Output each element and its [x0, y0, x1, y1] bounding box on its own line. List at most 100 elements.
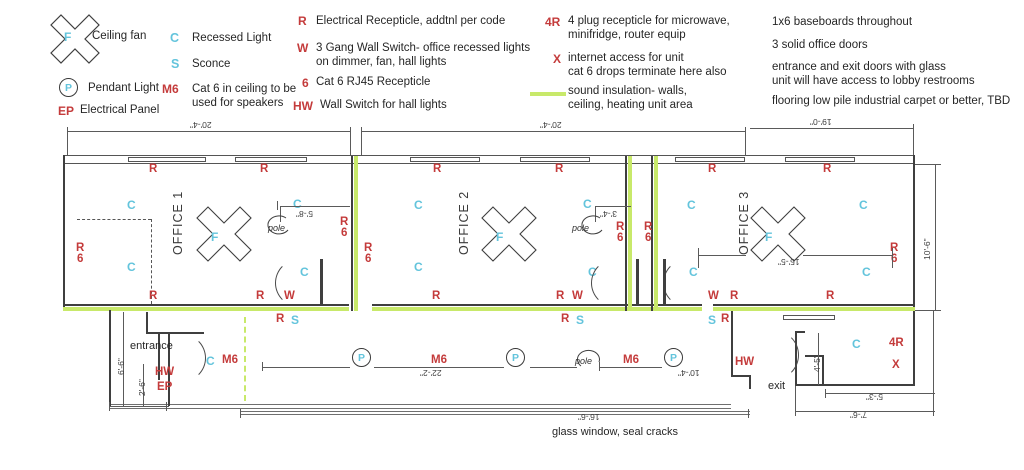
- legend-pendant-light-label: Pendant Light: [88, 82, 159, 96]
- mark-r-office2-bot: R: [432, 290, 440, 302]
- partition-wall-2-3: [625, 156, 627, 311]
- window-pane: [520, 157, 590, 162]
- mark-r-office2-topright: R: [555, 163, 563, 175]
- mark-text: W: [572, 290, 583, 302]
- mark-text: C: [852, 337, 861, 351]
- pendant-symbol-text: P: [64, 81, 72, 94]
- legend-ceiling-fan-label: Ceiling fan: [92, 30, 146, 44]
- dim-exit-total: 7'-6": [850, 410, 867, 420]
- legend-key-6: 6: [302, 76, 309, 90]
- dim-ext: [698, 248, 699, 268]
- mark-text: R 6: [644, 221, 653, 244]
- insulation-partition-right: [654, 156, 658, 311]
- mark-c-office1-tl: C: [127, 199, 136, 211]
- dim-tick: [933, 407, 934, 416]
- legend-key-text: R: [298, 14, 307, 28]
- dim-text: 2'-6": [137, 379, 147, 396]
- legend-text: Ceiling fan: [92, 30, 147, 42]
- glass-window-line-2: [240, 414, 750, 415]
- mark-c-office1-bl: C: [127, 261, 136, 273]
- mark-r6-office3-left: R 6: [644, 211, 652, 244]
- glass-window-line: [240, 411, 750, 412]
- door-leaf-office2: [636, 259, 639, 305]
- dim-exit-depth: 4'-5": [812, 355, 822, 372]
- legend-key-text: S: [171, 57, 180, 71]
- dim-tick: [166, 402, 167, 411]
- legend-key-w: W: [297, 41, 308, 55]
- legend-text: Wall Switch for hall lights: [320, 99, 447, 111]
- legend-sound-insulation-label: sound insulation- walls, ceiling, heatin…: [568, 85, 693, 112]
- mark-ep-entrance: EP: [157, 381, 172, 393]
- dim-line-office3-inner-left: [698, 255, 746, 256]
- exit-closet-top-pane: [783, 315, 835, 320]
- legend-text: Cat 6 in ceiling to be used for speakers: [192, 83, 297, 109]
- legend-key-text: C: [170, 31, 180, 45]
- dim-ext: [361, 131, 362, 155]
- dim-line-office3: [750, 128, 914, 129]
- mark-text: R 6: [616, 221, 625, 244]
- dim-ext: [350, 131, 351, 155]
- note-office-doors: 3 solid office doors: [772, 39, 868, 53]
- window-pane: [675, 157, 745, 162]
- note-baseboards: 1x6 baseboards throughout: [772, 16, 912, 30]
- legend-text: 3 Gang Wall Switch- office recessed ligh…: [316, 42, 531, 68]
- pole-text: pole: [575, 356, 593, 366]
- closet-dash-top: [77, 219, 151, 220]
- exit-closet-notch-h: [805, 355, 824, 357]
- dim-office3-width: 19'-0": [810, 117, 832, 127]
- mark-r6-office2-inner: R 6: [616, 211, 624, 244]
- legend-text: 4 plug recepticle for microwave, minifri…: [568, 15, 730, 41]
- legend-text: Electrical Recepticle, addtnl per code: [316, 15, 506, 27]
- sound-insulation-swatch-icon: [530, 92, 566, 96]
- mark-c-office3-bl: C: [689, 266, 698, 278]
- annotation-text: entrance: [130, 340, 173, 352]
- mark-text: S: [576, 313, 585, 327]
- mark-text: S: [708, 313, 717, 327]
- pendant-symbol-text: P: [357, 351, 365, 364]
- mark-r-office1-topright: R: [260, 163, 268, 175]
- dim-right-height: 10'-6": [922, 238, 932, 260]
- mark-r-office1-topleft: R: [149, 163, 157, 175]
- legend-key-s: S: [171, 57, 179, 71]
- dim-ext: [67, 131, 68, 155]
- mark-text: S: [291, 313, 300, 327]
- legend-key-text: HW: [293, 99, 313, 113]
- pole-icon-office2: [578, 214, 604, 236]
- mark-text: R: [561, 313, 570, 325]
- legend-4plug-receptacle-label: 4 plug recepticle for microwave, minifri…: [568, 15, 730, 42]
- fan-symbol-text: F: [211, 230, 219, 244]
- legend-key-text: X: [553, 52, 562, 66]
- dim-line-office1-inner: [280, 206, 350, 207]
- dim-ext: [595, 206, 596, 222]
- dim-tick: [599, 362, 600, 371]
- office-1-label: OFFICE 1: [171, 191, 185, 255]
- dim-line-exit-depth: [818, 333, 819, 385]
- ceiling-fan-icon-letter: F: [64, 30, 71, 44]
- dim-line-office2: [361, 131, 746, 132]
- legend-wall-switch-label: 3 Gang Wall Switch- office recessed ligh…: [316, 42, 530, 69]
- legend-recessed-light-label: Recessed Light: [192, 32, 271, 46]
- fan-symbol-office3: F: [765, 230, 772, 244]
- legend-key-text: W: [297, 41, 309, 55]
- legend-hall-switch-label: Wall Switch for hall lights: [320, 99, 447, 113]
- mark-text: C: [414, 198, 423, 212]
- legend-text: entrance and exit doors with glass unit …: [772, 61, 975, 87]
- mark-c-hall: C: [206, 355, 215, 367]
- dim-line-hall-left2: [374, 367, 504, 368]
- dim-office1-inner: 5'-8": [296, 209, 313, 219]
- mark-m6-hall-left: M6: [222, 354, 238, 366]
- mark-text: C: [862, 265, 871, 279]
- dim-hall-right: 10'-4": [678, 368, 700, 378]
- dim-ext: [892, 248, 893, 268]
- mark-r6-office2-left: R 6: [364, 232, 372, 265]
- legend-key-x: X: [553, 52, 561, 66]
- exit-closet-header: [795, 331, 805, 333]
- legend-key-ep: EP: [58, 104, 74, 118]
- dim-glass-window: 16'-6": [578, 412, 600, 422]
- legend-text: 1x6 baseboards throughout: [772, 16, 913, 28]
- exterior-wall-left-office1: [63, 155, 65, 310]
- dim-text: 6'-6": [116, 358, 126, 375]
- mark-r-office2-botright: R: [556, 290, 564, 302]
- door-leaf-office3: [663, 259, 666, 305]
- mark-text: R: [149, 290, 158, 302]
